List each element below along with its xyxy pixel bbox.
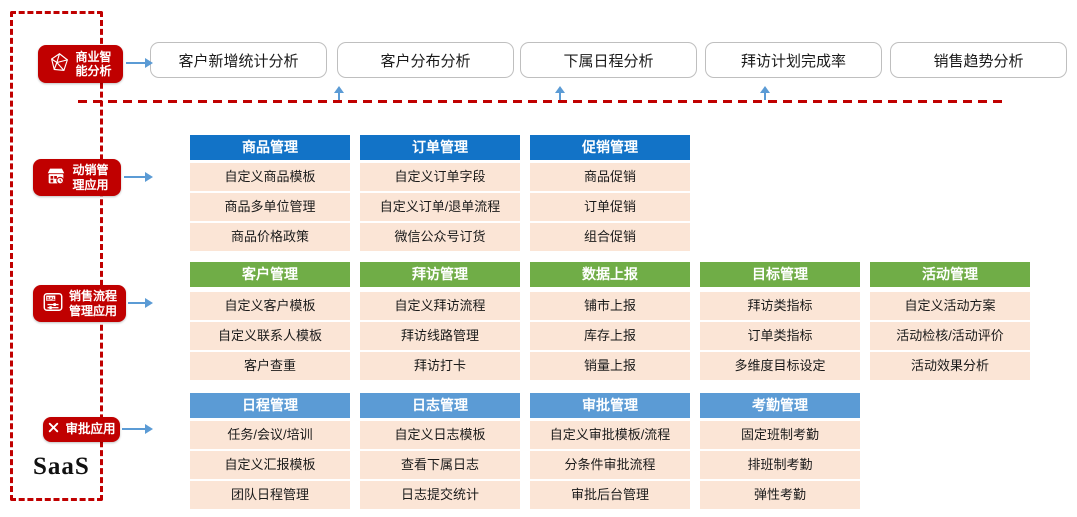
module-cell: 查看下属日志 bbox=[360, 451, 520, 479]
module-cell: 自定义活动方案 bbox=[870, 292, 1030, 320]
crossed-tools-icon bbox=[47, 421, 60, 438]
arrow-up-icon bbox=[334, 86, 344, 100]
arrow-up-icon bbox=[555, 86, 565, 100]
module-cell: 微信公众号订货 bbox=[360, 223, 520, 251]
module-cell: 库存上报 bbox=[530, 322, 690, 350]
module-cell: 商品促销 bbox=[530, 163, 690, 191]
svg-text:SALE: SALE bbox=[47, 296, 59, 301]
module-cell: 商品价格政策 bbox=[190, 223, 350, 251]
column-header: 日程管理 bbox=[190, 393, 350, 418]
module-cell: 自定义审批模板/流程 bbox=[530, 421, 690, 449]
column-header: 审批管理 bbox=[530, 393, 690, 418]
bi-report-box: 下属日程分析 bbox=[520, 42, 697, 78]
bi-report-box: 销售趋势分析 bbox=[890, 42, 1067, 78]
arrow-right-icon bbox=[128, 298, 153, 308]
column-header: 促销管理 bbox=[530, 135, 690, 160]
module-cell: 订单类指标 bbox=[700, 322, 860, 350]
bi-report-box: 客户分布分析 bbox=[337, 42, 514, 78]
module-cell: 自定义日志模板 bbox=[360, 421, 520, 449]
badge-label: 商业智 bbox=[75, 49, 112, 64]
module-cell: 拜访类指标 bbox=[700, 292, 860, 320]
column-header: 商品管理 bbox=[190, 135, 350, 160]
module-cell: 拜访线路管理 bbox=[360, 322, 520, 350]
module-cell: 铺市上报 bbox=[530, 292, 690, 320]
badge-label: 能分析 bbox=[75, 64, 112, 78]
module-cell: 固定班制考勤 bbox=[700, 421, 860, 449]
network-polyhedron-icon bbox=[49, 52, 70, 76]
module-cell: 排班制考勤 bbox=[700, 451, 860, 479]
module-cell: 弹性考勤 bbox=[700, 481, 860, 509]
module-cell: 分条件审批流程 bbox=[530, 451, 690, 479]
module-cell: 自定义订单/退单流程 bbox=[360, 193, 520, 221]
badge-label: 销售流程 bbox=[68, 289, 117, 304]
column-header: 客户管理 bbox=[190, 262, 350, 287]
sale-tag-sliders-icon: SALE bbox=[42, 291, 64, 316]
module-cell: 自定义商品模板 bbox=[190, 163, 350, 191]
module-cell: 日志提交统计 bbox=[360, 481, 520, 509]
badge-approval-app: 审批应用 bbox=[43, 417, 120, 442]
badge-sales-process-app: SALE 销售流程 管理应用 bbox=[33, 285, 126, 322]
bi-dashed-connector-line bbox=[78, 100, 1006, 103]
module-cell: 自定义汇报模板 bbox=[190, 451, 350, 479]
bi-report-box: 客户新增统计分析 bbox=[150, 42, 327, 78]
module-cell: 组合促销 bbox=[530, 223, 690, 251]
module-cell: 客户查重 bbox=[190, 352, 350, 380]
arrow-up-icon bbox=[760, 86, 770, 100]
bi-report-box: 拜访计划完成率 bbox=[705, 42, 882, 78]
module-cell: 团队日程管理 bbox=[190, 481, 350, 509]
saas-boundary-dashed-box bbox=[10, 11, 103, 501]
badge-label: 审批应用 bbox=[65, 422, 116, 436]
column-header: 订单管理 bbox=[360, 135, 520, 160]
module-cell: 自定义拜访流程 bbox=[360, 292, 520, 320]
column-header: 日志管理 bbox=[360, 393, 520, 418]
module-cell: 审批后台管理 bbox=[530, 481, 690, 509]
arrow-right-icon bbox=[122, 424, 153, 434]
module-cell: 活动效果分析 bbox=[870, 352, 1030, 380]
module-cell: 商品多单位管理 bbox=[190, 193, 350, 221]
column-header: 拜访管理 bbox=[360, 262, 520, 287]
badge-label: 动销管 bbox=[72, 163, 109, 178]
arrow-right-icon bbox=[126, 58, 153, 68]
column-header: 考勤管理 bbox=[700, 393, 860, 418]
column-header: 数据上报 bbox=[530, 262, 690, 287]
badge-business-intelligence: 商业智 能分析 bbox=[38, 45, 123, 83]
module-cell: 销量上报 bbox=[530, 352, 690, 380]
arrow-right-icon bbox=[124, 172, 153, 182]
module-cell: 多维度目标设定 bbox=[700, 352, 860, 380]
module-cell: 拜访打卡 bbox=[360, 352, 520, 380]
badge-sales-movement-app: 动销管 理应用 bbox=[33, 159, 121, 196]
column-header: 目标管理 bbox=[700, 262, 860, 287]
column-header: 活动管理 bbox=[870, 262, 1030, 287]
storefront-clock-icon bbox=[45, 165, 67, 190]
module-cell: 自定义联系人模板 bbox=[190, 322, 350, 350]
module-cell: 活动检核/活动评价 bbox=[870, 322, 1030, 350]
module-cell: 自定义订单字段 bbox=[360, 163, 520, 191]
saas-platform-label: SaaS bbox=[33, 453, 90, 480]
module-cell: 任务/会议/培训 bbox=[190, 421, 350, 449]
module-cell: 订单促销 bbox=[530, 193, 690, 221]
badge-label: 理应用 bbox=[72, 177, 109, 192]
badge-label: 管理应用 bbox=[68, 303, 117, 318]
module-cell: 自定义客户模板 bbox=[190, 292, 350, 320]
